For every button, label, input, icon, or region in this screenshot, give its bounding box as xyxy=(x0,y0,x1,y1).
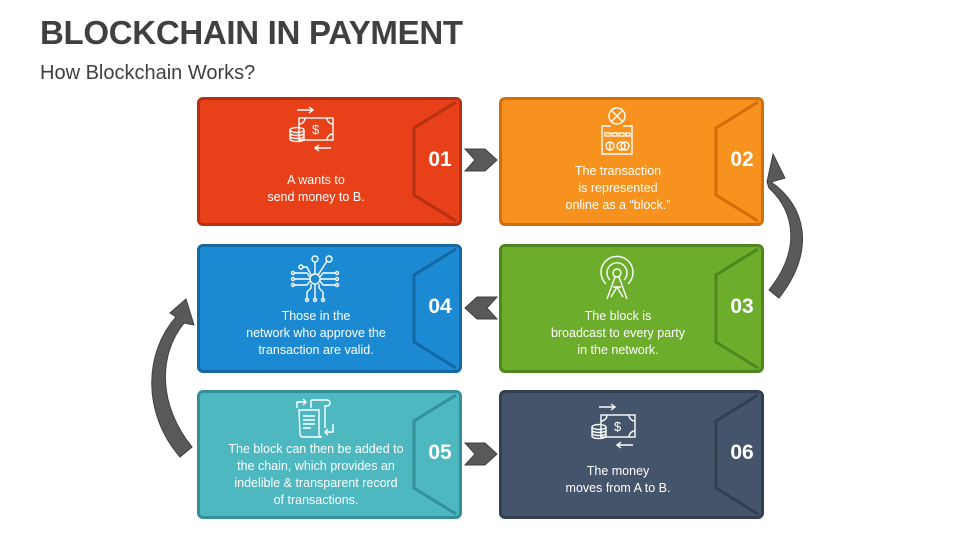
number-hexagon-shape xyxy=(714,247,759,370)
number-hexagon-shape xyxy=(412,100,457,223)
page-title: BLOCKCHAIN IN PAYMENT xyxy=(40,14,463,51)
network-nodes-icon xyxy=(285,253,345,309)
broadcast-tower-icon xyxy=(587,253,647,309)
page-subtitle: How Blockchain Works? xyxy=(40,62,256,84)
step-number: 06 xyxy=(730,441,754,464)
step-number: 04 xyxy=(428,295,452,318)
svg-text:$: $ xyxy=(312,122,320,137)
card-block-icon xyxy=(587,106,647,162)
document-scroll-icon xyxy=(285,394,345,450)
number-hexagon-shape xyxy=(412,393,457,516)
chevron-right-icon xyxy=(464,442,498,466)
chevron-right-icon xyxy=(464,148,498,172)
step-number: 01 xyxy=(428,148,452,171)
step-number: 03 xyxy=(730,295,754,318)
money-transfer-icon: $ xyxy=(285,106,345,162)
money-transfer-icon: $ xyxy=(587,403,647,459)
curved-arrow-right-icon xyxy=(766,152,803,299)
number-hexagon-shape xyxy=(714,100,759,223)
step-number: 05 xyxy=(428,441,452,464)
step-number: 02 xyxy=(730,148,754,171)
chevron-left-icon xyxy=(464,296,498,320)
number-hexagon-shape xyxy=(714,393,759,516)
number-hexagon-shape xyxy=(412,247,457,370)
svg-text:$: $ xyxy=(614,419,622,434)
curved-arrow-left-icon xyxy=(151,298,195,458)
